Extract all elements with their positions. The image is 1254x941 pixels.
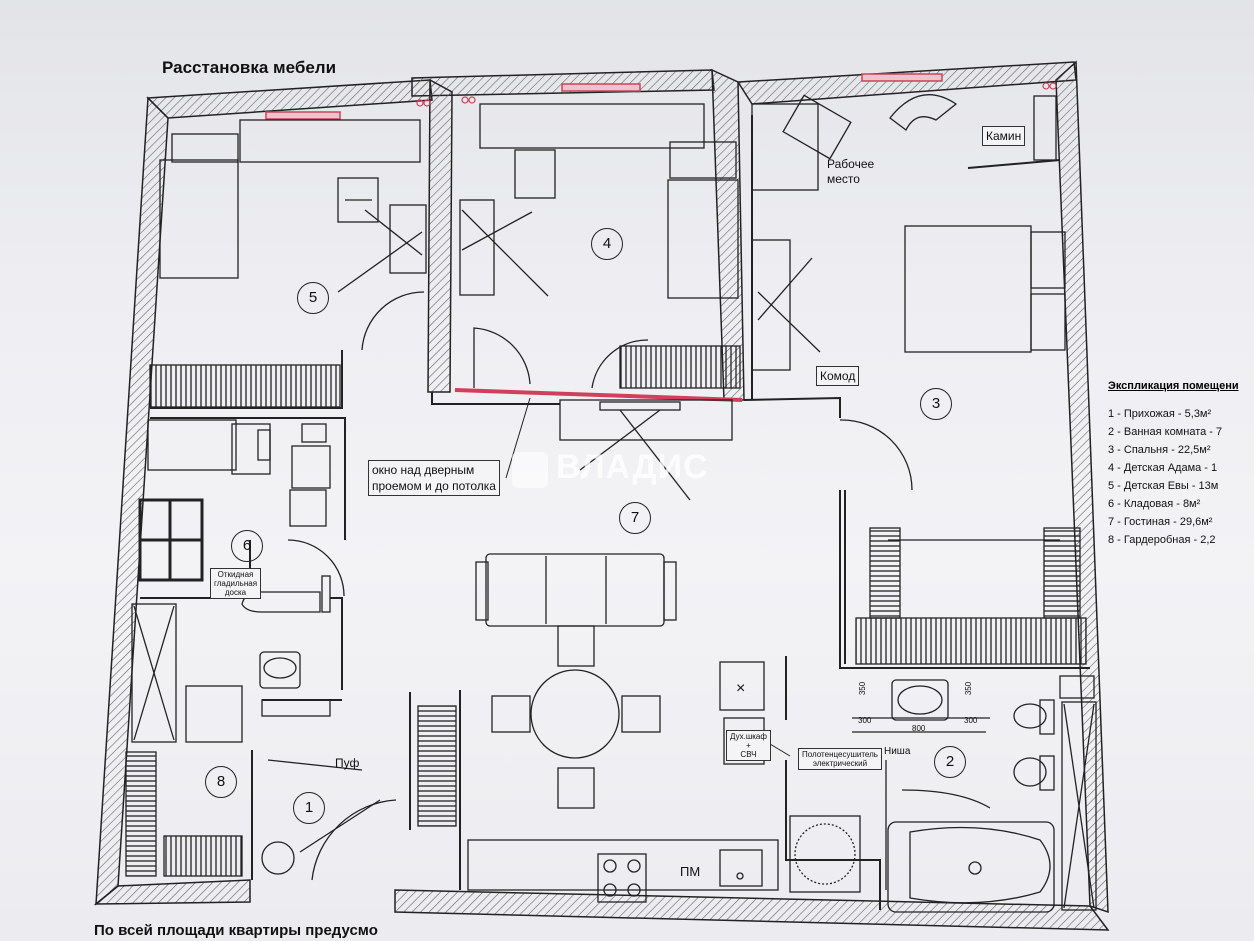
legend-item: 5 - Детская Евы - 13м bbox=[1108, 480, 1219, 492]
desk-room4 bbox=[479, 103, 705, 149]
dim-300-left: 300 bbox=[858, 716, 872, 725]
kitchen-sink bbox=[719, 849, 763, 887]
room-number-2: 2 bbox=[934, 746, 966, 778]
legend-item: 6 - Кладовая - 8м² bbox=[1108, 498, 1201, 510]
window-over-door bbox=[454, 388, 743, 402]
fridge bbox=[719, 661, 765, 711]
legend-item: 4 - Детская Адама - 1 bbox=[1108, 462, 1218, 474]
dresser-label: Комод bbox=[816, 366, 860, 386]
kitchen-counter bbox=[467, 839, 779, 891]
wall-5-4 bbox=[427, 78, 453, 393]
washbasin bbox=[891, 679, 949, 721]
dim-800: 800 bbox=[912, 724, 926, 733]
room3-furniture bbox=[751, 94, 1087, 665]
bathroom-furniture bbox=[789, 675, 1097, 913]
watermark-text: ВЛАДИС bbox=[556, 448, 709, 486]
niche-label: Ниша bbox=[884, 746, 911, 757]
pouf-label: Пуф bbox=[335, 756, 360, 770]
room-number-5: 5 bbox=[297, 282, 329, 314]
legend-item: 7 - Гостиная - 29,6м² bbox=[1108, 516, 1213, 528]
wardrobe-room5 bbox=[389, 204, 427, 274]
wall-top-right bbox=[736, 61, 1077, 105]
legend-item: 1 - Прихожая - 5,3м² bbox=[1108, 408, 1212, 420]
work-desk bbox=[751, 103, 819, 191]
bidet bbox=[1013, 703, 1047, 729]
window-room4 bbox=[561, 83, 641, 92]
wall-bottom bbox=[394, 889, 1110, 931]
outer-walls bbox=[93, 60, 1110, 931]
room-number-6: 6 bbox=[231, 530, 263, 562]
radiator-room3 bbox=[855, 617, 1087, 665]
sink-room6 bbox=[259, 651, 301, 689]
windows bbox=[265, 73, 943, 402]
desk-room5 bbox=[239, 119, 421, 163]
chair-room4 bbox=[514, 149, 556, 199]
bathtub bbox=[887, 821, 1055, 913]
washing-machine bbox=[147, 419, 237, 471]
closet-rail-8 bbox=[125, 751, 157, 877]
wardrobe-room4 bbox=[459, 199, 495, 296]
watermark-logo-icon bbox=[512, 452, 548, 488]
room6-furniture bbox=[131, 419, 345, 743]
wall-bottom-left bbox=[93, 879, 251, 905]
coffee-table bbox=[557, 625, 595, 667]
bed-room5 bbox=[159, 159, 239, 279]
wall-top-middle bbox=[411, 69, 715, 97]
towel-dryer-label: Полотенцесушитель электрический bbox=[798, 748, 882, 770]
sofa bbox=[485, 553, 665, 627]
window-room3 bbox=[861, 73, 943, 82]
oven-label: Дух.шкаф + СВЧ bbox=[726, 730, 771, 761]
dining-table bbox=[530, 669, 620, 759]
room-number-4: 4 bbox=[591, 228, 623, 260]
room-number-3: 3 bbox=[920, 388, 952, 420]
room-number-7: 7 bbox=[619, 502, 651, 534]
room-legend: Экспликация помещени 1 - Прихожая - 5,3м… bbox=[1108, 380, 1254, 546]
room8-entry-furniture bbox=[125, 705, 457, 881]
radiator-room5 bbox=[149, 364, 341, 408]
armchair bbox=[889, 94, 958, 131]
toilet bbox=[1013, 757, 1047, 787]
towel-cabinet bbox=[1061, 701, 1097, 911]
room-number-1: 1 bbox=[293, 792, 325, 824]
window-room5 bbox=[265, 111, 341, 120]
room4-furniture bbox=[459, 103, 741, 501]
room-number-8: 8 bbox=[205, 766, 237, 798]
chair-room5 bbox=[337, 177, 379, 223]
wardrobe-room3 bbox=[751, 239, 791, 371]
living-room-furniture bbox=[467, 553, 779, 903]
page-title: Расстановка мебели bbox=[162, 58, 337, 77]
leader-lines bbox=[505, 397, 791, 757]
dim-350-left: 350 bbox=[858, 681, 868, 696]
ironing-board-label: Откидная гладильная доска bbox=[210, 568, 262, 599]
legend-item: 3 - Спальня - 22,5м² bbox=[1108, 444, 1211, 456]
bed-room4 bbox=[667, 179, 739, 299]
fireplace-label: Камин bbox=[982, 126, 1026, 146]
pouf bbox=[261, 841, 295, 875]
dishwasher-label: ПМ bbox=[680, 864, 701, 879]
wardrobe-room6 bbox=[131, 603, 177, 743]
shower bbox=[789, 815, 861, 893]
legend-item: 8 - Гардеробная - 2,2 bbox=[1108, 534, 1216, 546]
work-place-label: Рабочее место bbox=[827, 157, 875, 186]
legend-item: 2 - Ванная комната - 7 bbox=[1108, 426, 1223, 438]
bed-room3 bbox=[904, 225, 1032, 353]
room5-furniture bbox=[149, 119, 427, 408]
cooktop bbox=[597, 853, 647, 903]
window-note: окно над дверным проемом и до потолка bbox=[368, 460, 500, 496]
fridge-mark: × bbox=[736, 680, 746, 697]
legend-title: Экспликация помещени bbox=[1108, 380, 1239, 392]
dim-350-right: 350 bbox=[964, 681, 974, 696]
fireplace bbox=[1033, 95, 1057, 161]
bottom-note: По всей площади квартиры предусмо bbox=[94, 922, 378, 939]
shoe-rack bbox=[417, 705, 457, 827]
radiator-room4 bbox=[619, 345, 741, 389]
work-chair bbox=[782, 94, 852, 160]
dim-300-right: 300 bbox=[964, 716, 978, 725]
window-markers bbox=[416, 82, 1057, 107]
